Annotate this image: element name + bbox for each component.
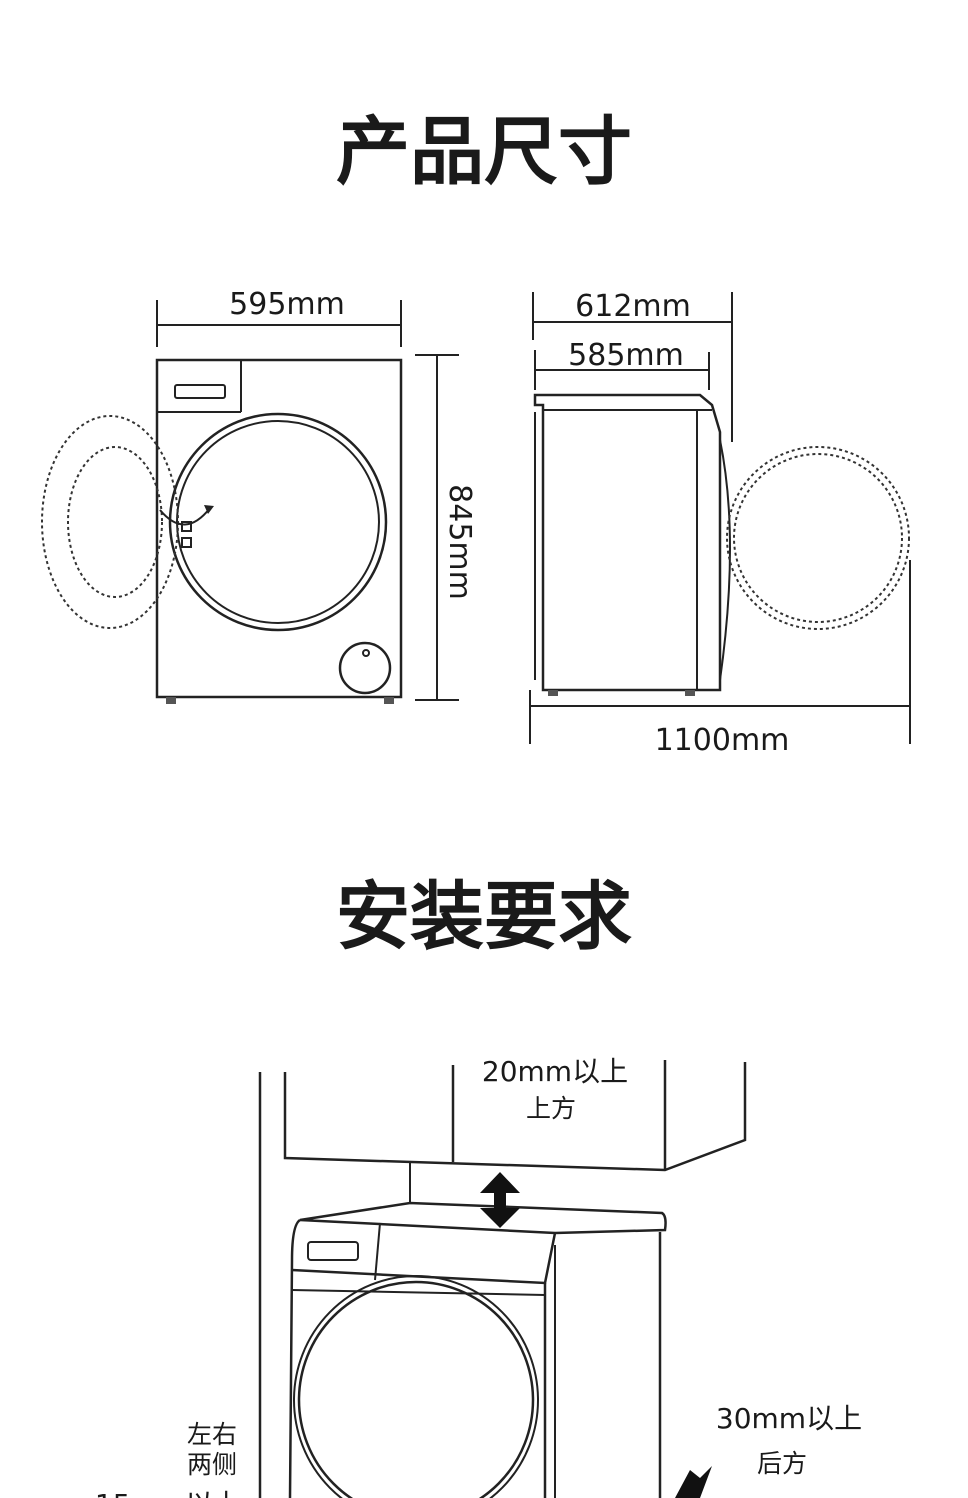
depth-door-open-label: 1100mm xyxy=(655,723,790,758)
height-label: 845mm xyxy=(442,484,477,600)
side-label-line1: 左右 xyxy=(187,1420,237,1449)
back-clearance-label: 30mm以上 xyxy=(716,1402,862,1435)
depth-dimensions xyxy=(529,292,911,744)
depth-body-label: 585mm xyxy=(568,338,684,373)
section-title-installation: 安装要求 xyxy=(336,874,632,960)
top-clearance-label: 20mm以上 xyxy=(482,1055,628,1088)
top-clearance-arrow-icon xyxy=(480,1172,520,1228)
depth-total-label: 612mm xyxy=(575,289,691,324)
installation-scene xyxy=(258,1060,747,1498)
width-label: 595mm xyxy=(229,287,345,322)
back-direction-label: 后方 xyxy=(757,1449,807,1478)
top-direction-label: 上方 xyxy=(526,1094,576,1123)
side-view-washer xyxy=(533,393,910,696)
width-dimension xyxy=(156,300,402,347)
side-label-line2: 两侧 xyxy=(187,1450,237,1479)
side-clearance-label: 15mm以上 xyxy=(95,1488,241,1498)
front-view-washer xyxy=(41,358,403,704)
height-dimension xyxy=(415,354,459,701)
section-title-dimensions: 产品尺寸 xyxy=(336,109,632,195)
back-clearance-arrow-icon xyxy=(675,1466,712,1498)
